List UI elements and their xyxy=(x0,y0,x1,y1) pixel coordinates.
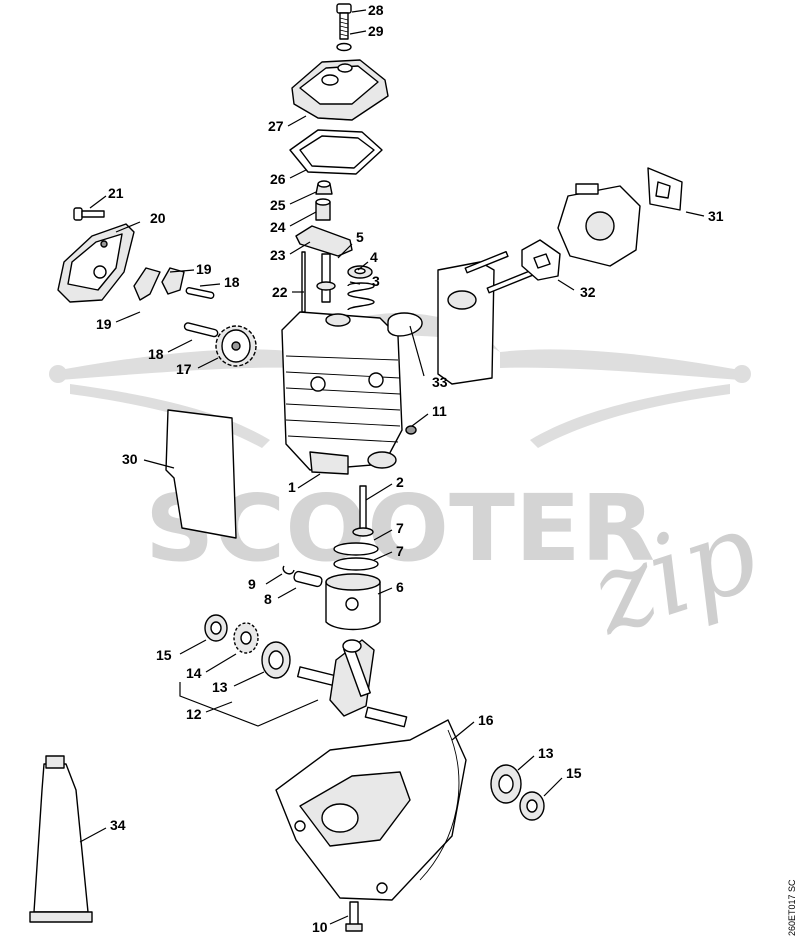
callout-33: 33 xyxy=(432,374,448,390)
callout-15-left: 15 xyxy=(156,647,172,663)
callout-1: 1 xyxy=(288,479,296,495)
callout-9: 9 xyxy=(248,576,256,592)
callout-20: 20 xyxy=(150,210,166,226)
part-9-circlip xyxy=(282,565,295,575)
callout-numbers: 28 29 27 26 25 24 23 22 5 4 3 21 20 19 1… xyxy=(96,2,724,935)
callout-31: 31 xyxy=(708,208,724,224)
watermark: SCOOTER zip xyxy=(49,313,772,660)
part-intake-flange xyxy=(437,250,537,385)
part-7-piston-ring-b xyxy=(333,557,379,571)
part-23-rocker-arm xyxy=(295,225,353,257)
callout-6: 6 xyxy=(396,579,404,595)
callout-2: 2 xyxy=(396,474,404,490)
part-25-nut xyxy=(315,180,333,195)
callout-29: 29 xyxy=(368,23,384,39)
callout-32: 32 xyxy=(580,284,596,300)
part-20-cover xyxy=(57,223,135,303)
callout-14: 14 xyxy=(186,665,202,681)
part-8-piston-pin xyxy=(293,570,323,588)
part-4-spring-retainer xyxy=(347,265,373,279)
callout-16: 16 xyxy=(478,712,494,728)
callout-23: 23 xyxy=(270,247,286,263)
callout-12: 12 xyxy=(186,706,202,722)
part-12-crankshaft xyxy=(296,639,408,728)
part-16-crankcase xyxy=(275,719,467,901)
callout-28: 28 xyxy=(368,2,384,18)
part-21-screw xyxy=(73,207,105,221)
callout-4: 4 xyxy=(370,249,378,265)
part-27-valve-cover xyxy=(291,59,389,121)
callout-8: 8 xyxy=(264,591,272,607)
part-13-bearing-b xyxy=(490,764,522,804)
part-22-push-rod xyxy=(301,251,306,313)
part-34-grease-tube xyxy=(29,755,93,923)
part-18-pin-a xyxy=(185,287,215,299)
callout-19-bottom: 19 xyxy=(96,316,112,332)
callout-19-top: 19 xyxy=(196,261,212,277)
part-29-washer xyxy=(336,42,352,52)
part-7-piston-ring-a xyxy=(333,542,379,556)
callout-18-bottom: 18 xyxy=(148,346,164,362)
callout-25: 25 xyxy=(270,197,286,213)
part-15-oil-seal-b xyxy=(519,791,545,821)
leader-lines xyxy=(79,9,705,925)
part-26-gasket xyxy=(289,129,383,175)
callout-13-left: 13 xyxy=(212,679,228,695)
callout-27: 27 xyxy=(268,118,284,134)
part-18-pin-b xyxy=(183,322,219,338)
part-carburetor xyxy=(557,183,641,267)
part-19-rocker-arm-a xyxy=(133,267,161,301)
callout-30: 30 xyxy=(122,451,138,467)
part-19-rocker-arm-b xyxy=(161,267,185,295)
callout-34: 34 xyxy=(110,817,126,833)
callout-5: 5 xyxy=(356,229,364,245)
part-31-gasket xyxy=(647,167,683,211)
callout-15-right: 15 xyxy=(566,765,582,781)
callout-10: 10 xyxy=(312,919,328,935)
callout-11: 11 xyxy=(432,403,447,419)
callout-3: 3 xyxy=(372,273,380,289)
callout-7-top: 7 xyxy=(396,520,404,536)
part-13-bearing-a xyxy=(261,641,291,679)
callout-24: 24 xyxy=(270,219,286,235)
part-30-gasket xyxy=(165,409,237,539)
callout-17: 17 xyxy=(176,361,192,377)
part-32-gasket xyxy=(521,239,561,281)
part-10-screw xyxy=(345,901,363,932)
part-14-gear xyxy=(233,622,259,654)
part-24-bushing xyxy=(315,198,331,221)
part-15-oil-seal-a xyxy=(204,614,228,642)
part-28-screw xyxy=(336,3,352,40)
diagram-reference-code: 260ET017 SC xyxy=(787,879,797,936)
part-5-stud xyxy=(316,253,336,303)
part-33-gasket xyxy=(387,312,423,337)
part-17-gear xyxy=(215,325,257,367)
part-11-nut xyxy=(405,425,417,435)
part-2-valve xyxy=(352,485,374,537)
callout-26: 26 xyxy=(270,171,286,187)
callout-13-right: 13 xyxy=(538,745,554,761)
callout-22: 22 xyxy=(272,284,288,300)
callout-21: 21 xyxy=(108,185,124,201)
callout-7-bottom: 7 xyxy=(396,543,404,559)
part-1-cylinder xyxy=(281,311,403,475)
part-6-piston xyxy=(325,573,381,631)
callout-18-top: 18 xyxy=(224,274,240,290)
part-3-valve-spring xyxy=(347,282,375,311)
